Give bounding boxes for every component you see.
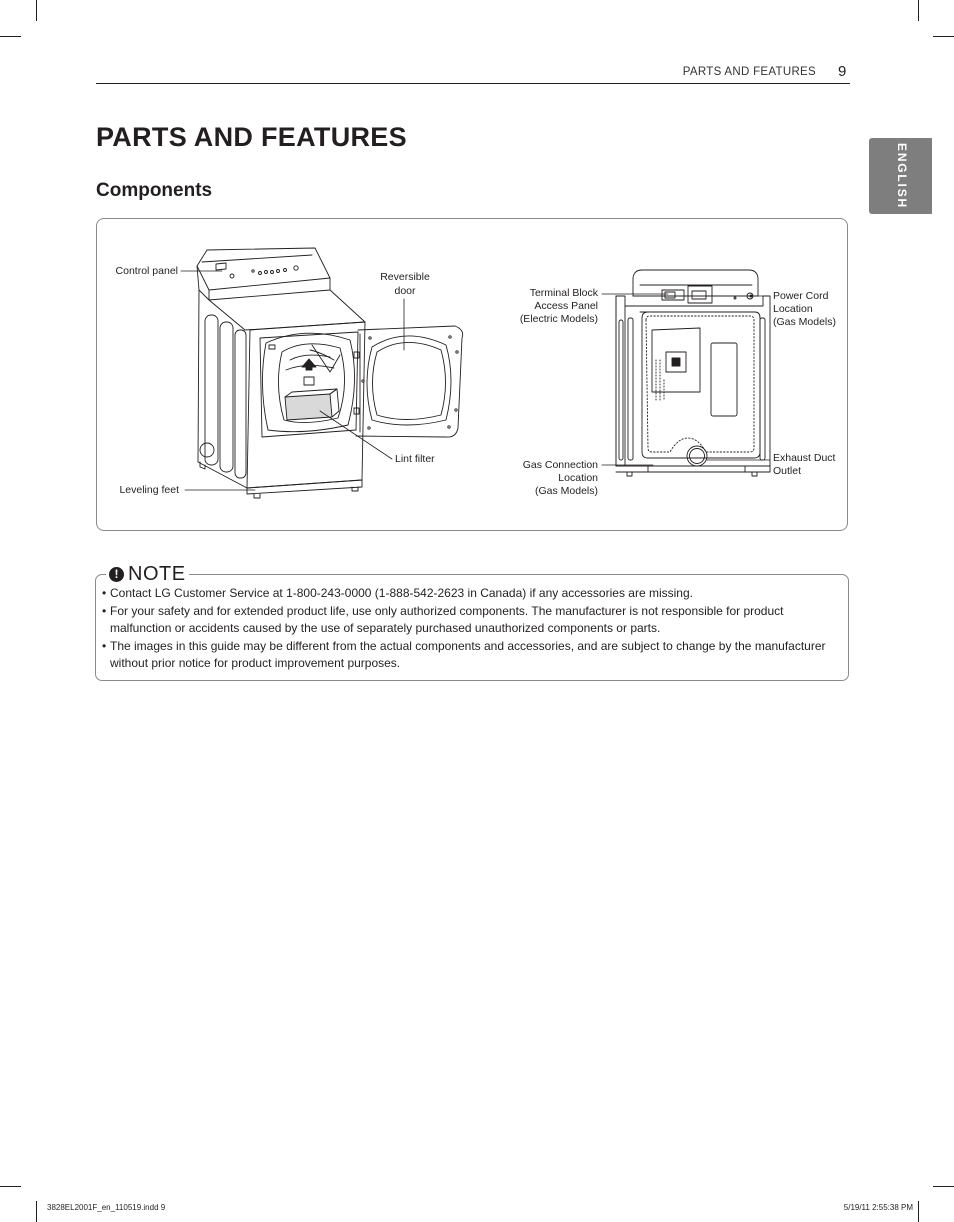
crop-mark bbox=[933, 36, 954, 37]
footer-timestamp: 5/19/11 2:55:38 PM bbox=[843, 1203, 913, 1212]
label-reversible-door-line2: door bbox=[394, 285, 416, 297]
note-item: The images in this guide may be differen… bbox=[101, 638, 845, 673]
header-rule bbox=[96, 83, 850, 84]
label-power-cord-line1: Power Cord bbox=[773, 290, 829, 302]
language-tab: ENGLISH bbox=[869, 138, 932, 214]
label-control-panel: Control panel bbox=[115, 265, 178, 277]
back-leader-lines bbox=[601, 293, 771, 466]
note-title: NOTE bbox=[128, 563, 186, 585]
note-list: Contact LG Customer Service at 1-800-243… bbox=[101, 585, 845, 673]
label-leveling-feet: Leveling feet bbox=[119, 484, 179, 496]
components-diagram bbox=[180, 247, 771, 499]
label-terminal-block-line2: Access Panel bbox=[534, 300, 598, 312]
crop-mark bbox=[36, 0, 37, 21]
components-figure-frame bbox=[96, 218, 848, 531]
label-exhaust-duct-line2: Outlet bbox=[773, 465, 802, 477]
label-gas-connection-line1: Gas Connection bbox=[522, 459, 598, 471]
page-number: 9 bbox=[838, 63, 847, 80]
note-heading: ! NOTE bbox=[106, 563, 189, 586]
crop-mark bbox=[918, 1201, 919, 1222]
dryer-front-illustration bbox=[196, 247, 464, 499]
label-gas-connection-line3: (Gas Models) bbox=[534, 485, 598, 497]
dryer-back-illustration bbox=[615, 269, 771, 477]
crop-mark bbox=[933, 1186, 954, 1187]
crop-mark bbox=[0, 1186, 21, 1187]
label-lint-filter: Lint filter bbox=[395, 453, 435, 465]
crop-mark bbox=[36, 1201, 37, 1222]
crop-mark bbox=[0, 36, 21, 37]
crop-mark bbox=[918, 0, 919, 21]
label-terminal-block-line1: Terminal Block bbox=[529, 287, 598, 299]
front-leader-lines bbox=[180, 270, 405, 491]
exclamation-icon: ! bbox=[109, 567, 124, 582]
running-header-section: PARTS AND FEATURES bbox=[682, 66, 816, 78]
label-gas-connection-line2: Location bbox=[558, 472, 598, 484]
note-item: For your safety and for extended product… bbox=[101, 603, 845, 638]
section-title: Components bbox=[96, 180, 213, 201]
note-item: Contact LG Customer Service at 1-800-243… bbox=[101, 585, 845, 603]
label-power-cord-line3: (Gas Models) bbox=[773, 316, 837, 328]
footer-file-slug: 3828EL2001F_en_110519.indd 9 bbox=[47, 1203, 166, 1212]
page-title: PARTS AND FEATURES bbox=[96, 122, 407, 152]
label-terminal-block-line3: (Electric Models) bbox=[519, 313, 598, 325]
label-reversible-door-line1: Reversible bbox=[380, 271, 430, 283]
label-power-cord-line2: Location bbox=[773, 303, 813, 315]
note-box bbox=[95, 574, 849, 681]
label-exhaust-duct-line1: Exhaust Duct bbox=[773, 452, 836, 464]
